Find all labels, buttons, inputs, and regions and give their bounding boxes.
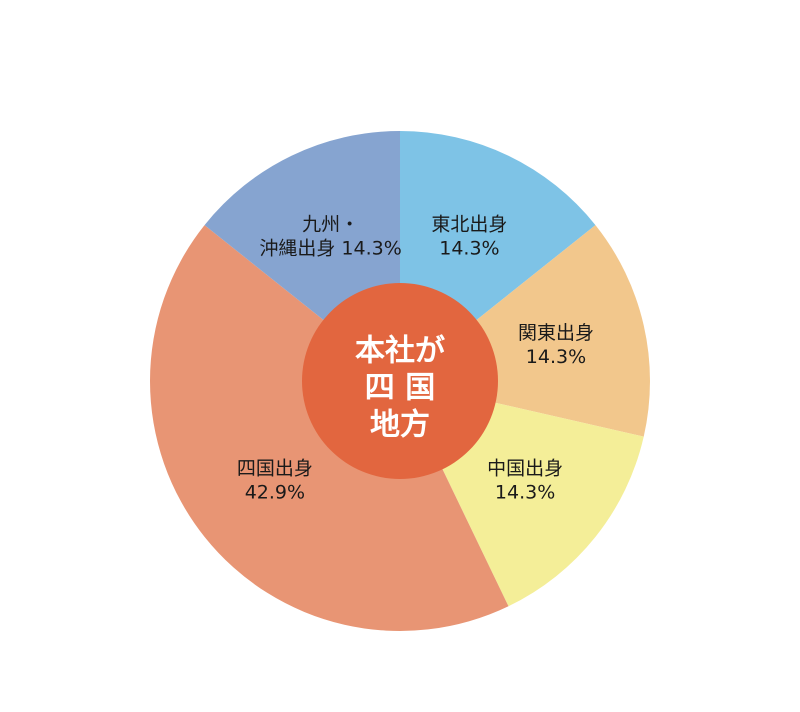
slice-label-4-line-1: 沖縄出身 14.3% — [259, 237, 401, 259]
slice-label-0-line-0: 東北出身 — [431, 213, 507, 235]
slice-label-3-line-1: 42.9% — [245, 481, 305, 503]
center-label-line-1: 本社が — [355, 334, 445, 369]
center-circle — [302, 283, 498, 479]
slice-label-2-line-1: 14.3% — [495, 481, 555, 503]
slice-labels: 東北出身14.3%関東出身14.3%中国出身14.3%四国出身42.9%九州・沖… — [237, 213, 594, 503]
center-label-line-3: 地方 — [370, 408, 430, 443]
slice-label-3-line-0: 四国出身 — [237, 457, 313, 479]
slice-label-0-line-1: 14.3% — [439, 237, 499, 259]
slice-label-1-line-0: 関東出身 — [518, 322, 594, 344]
slice-label-1-line-1: 14.3% — [526, 346, 586, 368]
center-label-line-2: 四 国 — [365, 371, 435, 406]
slice-label-2-line-0: 中国出身 — [487, 457, 563, 479]
slice-label-4-line-0: 九州・ — [302, 213, 359, 235]
